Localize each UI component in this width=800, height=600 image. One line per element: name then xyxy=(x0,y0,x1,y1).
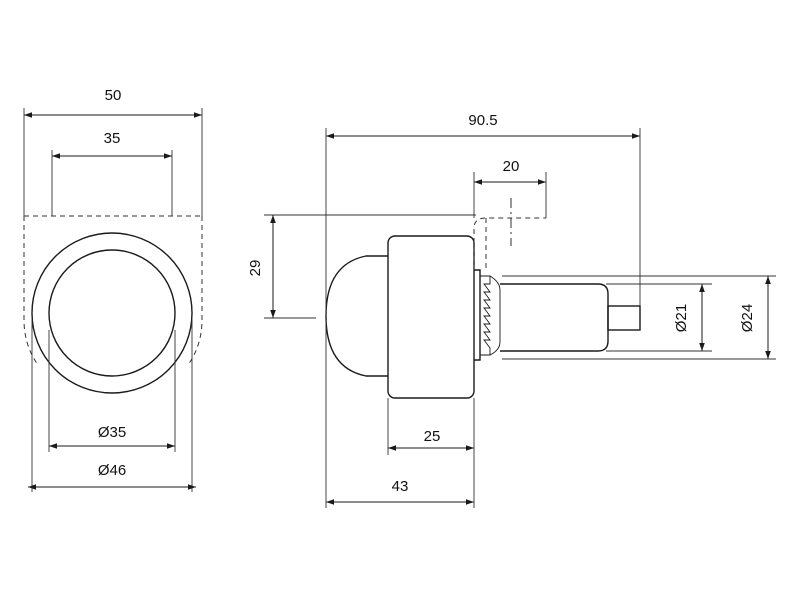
side-thread xyxy=(480,275,491,356)
front-knob-inner-circle xyxy=(48,249,176,377)
front-knob-outer-circle xyxy=(31,232,193,394)
dim-label-dia35: Ø35 xyxy=(98,424,126,441)
side-body xyxy=(387,235,475,399)
dim-label-25: 25 xyxy=(424,428,441,445)
dim-label-90-5: 90.5 xyxy=(468,112,497,129)
dim-label-dia24: Ø24 xyxy=(739,304,756,332)
dim-label-dia46: Ø46 xyxy=(98,462,126,479)
side-stud xyxy=(607,305,641,331)
dim-label-20: 20 xyxy=(503,158,520,175)
side-view: 90.5 20 29 Ø21 Ø24 25 43 xyxy=(247,112,776,508)
side-collar xyxy=(474,269,481,361)
front-view: 50 35 Ø35 Ø46 xyxy=(23,87,203,492)
dim-label-29: 29 xyxy=(247,260,264,277)
dim-label-43: 43 xyxy=(392,478,409,495)
side-shank xyxy=(500,283,609,352)
dim-label-35: 35 xyxy=(104,130,121,147)
dim-label-dia21: Ø21 xyxy=(673,304,690,332)
side-knob-dome xyxy=(325,255,388,377)
dim-label-50: 50 xyxy=(105,87,122,104)
side-lever-outline xyxy=(473,217,546,270)
